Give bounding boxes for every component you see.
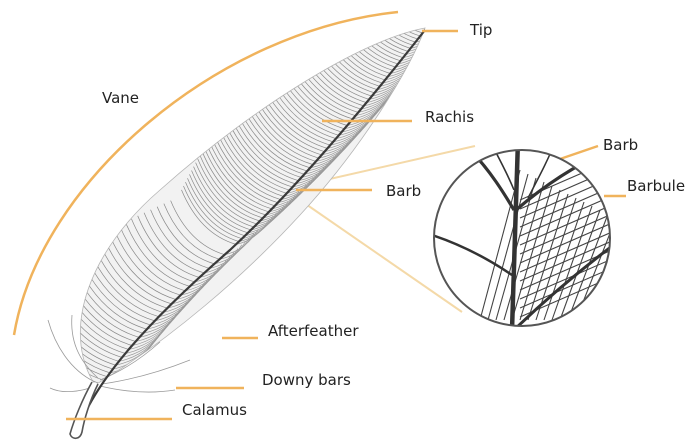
barb-stroke: [25, 368, 81, 424]
label-barb-detail: Barb: [603, 138, 638, 153]
label-vane: Vane: [102, 91, 139, 106]
label-calamus: Calamus: [182, 403, 247, 418]
barb-stroke: [26, 343, 89, 406]
barb-stroke: [423, 8, 456, 33]
feather-vane: [25, 0, 456, 423]
barb-stroke: [420, 11, 453, 36]
label-downy-bars: Downy bars: [262, 373, 351, 388]
label-barb: Barb: [386, 184, 421, 199]
label-rachis: Rachis: [425, 110, 474, 125]
barb-stroke: [369, 0, 423, 33]
label-barbule: Barbule: [627, 179, 685, 194]
barb-stroke: [418, 13, 452, 39]
barb-stroke: [25, 358, 84, 417]
calamus: [70, 382, 98, 438]
label-tip: Tip: [470, 23, 492, 38]
barb-stroke: [25, 353, 85, 413]
label-afterfeather: Afterfeather: [268, 324, 359, 339]
barb-stroke: [25, 348, 87, 410]
